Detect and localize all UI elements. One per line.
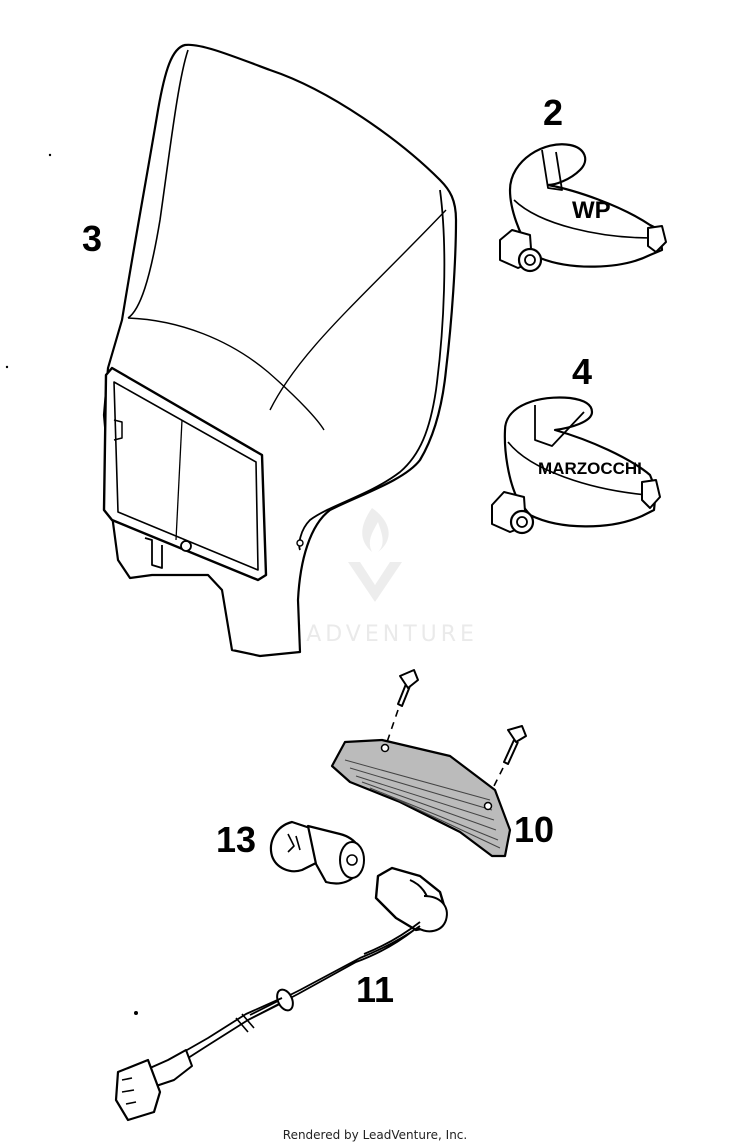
bulb-filament — [287, 833, 301, 853]
mask-shoulder — [127, 317, 325, 431]
harness-break-mark — [235, 1013, 255, 1033]
label-part-10: 10 — [514, 809, 554, 850]
socket-harness[interactable] — [114, 866, 448, 1122]
label-part-4: 4 — [572, 351, 592, 392]
watermark-text: LEADVENTURE — [272, 622, 478, 647]
leadventure-v-icon — [348, 562, 402, 602]
label-part-3: 3 — [82, 218, 102, 259]
harness-cable — [179, 997, 283, 1061]
mask-small-hole — [296, 539, 304, 547]
headlight-mask[interactable] — [102, 43, 458, 658]
clamp-wp-bolt-center — [524, 254, 536, 266]
label-part-2: 2 — [543, 92, 563, 133]
clamp-wp-end — [647, 225, 667, 253]
reflector-hole-right — [483, 801, 493, 811]
speck-mark — [48, 153, 52, 157]
reflector-lens-hatch — [344, 759, 501, 849]
clamp-wp[interactable] — [499, 143, 667, 273]
reflector-screw-left-path — [385, 709, 399, 746]
mask-side-edge — [127, 49, 189, 319]
reflector-hole-left — [380, 743, 390, 753]
leadventure-watermark: LEADVENTURE — [272, 508, 478, 647]
mask-inner-curve — [298, 189, 446, 551]
reflector-screw-right-path — [491, 767, 504, 791]
connector-plug — [114, 1058, 162, 1122]
clamp-marzocchi[interactable] — [491, 396, 661, 535]
clamp-wp-text: WP — [572, 197, 611, 224]
mask-screw-hole — [180, 540, 192, 552]
clamp-marzocchi-text: MARZOCCHI — [538, 459, 642, 478]
mask-window-tab — [113, 419, 123, 441]
footer-credit: Rendered by LeadVenture, Inc. — [282, 1128, 468, 1142]
mask-bottom-slot — [144, 537, 163, 569]
clamp-marzocchi-bolt-center — [516, 516, 528, 528]
socket-flange — [417, 895, 448, 933]
reflector-screw-left-icon — [397, 669, 419, 707]
leadventure-flame-logo-icon — [362, 508, 389, 552]
bulb-contact — [346, 854, 358, 866]
reflector[interactable] — [330, 669, 527, 858]
reflector-screw-right-icon — [503, 725, 527, 765]
mask-window-reflection — [175, 419, 183, 541]
mask-fold — [269, 209, 447, 411]
mask-window-inner — [113, 381, 259, 571]
clamp-marzocchi-tab — [534, 405, 585, 447]
harness-grommet — [276, 988, 294, 1012]
clamp-wp-slot — [541, 149, 563, 191]
clamp-marzocchi-inner — [507, 441, 649, 496]
label-part-13: 13 — [216, 819, 256, 860]
connector-pins — [121, 1077, 137, 1105]
speck-mark — [5, 365, 9, 369]
clamp-wp-inner — [513, 199, 653, 239]
harness-dot — [134, 1011, 138, 1015]
harness-wires — [247, 921, 421, 1021]
bulb[interactable] — [269, 820, 365, 885]
clamp-marzocchi-end — [641, 479, 661, 509]
label-part-11: 11 — [356, 969, 394, 1010]
